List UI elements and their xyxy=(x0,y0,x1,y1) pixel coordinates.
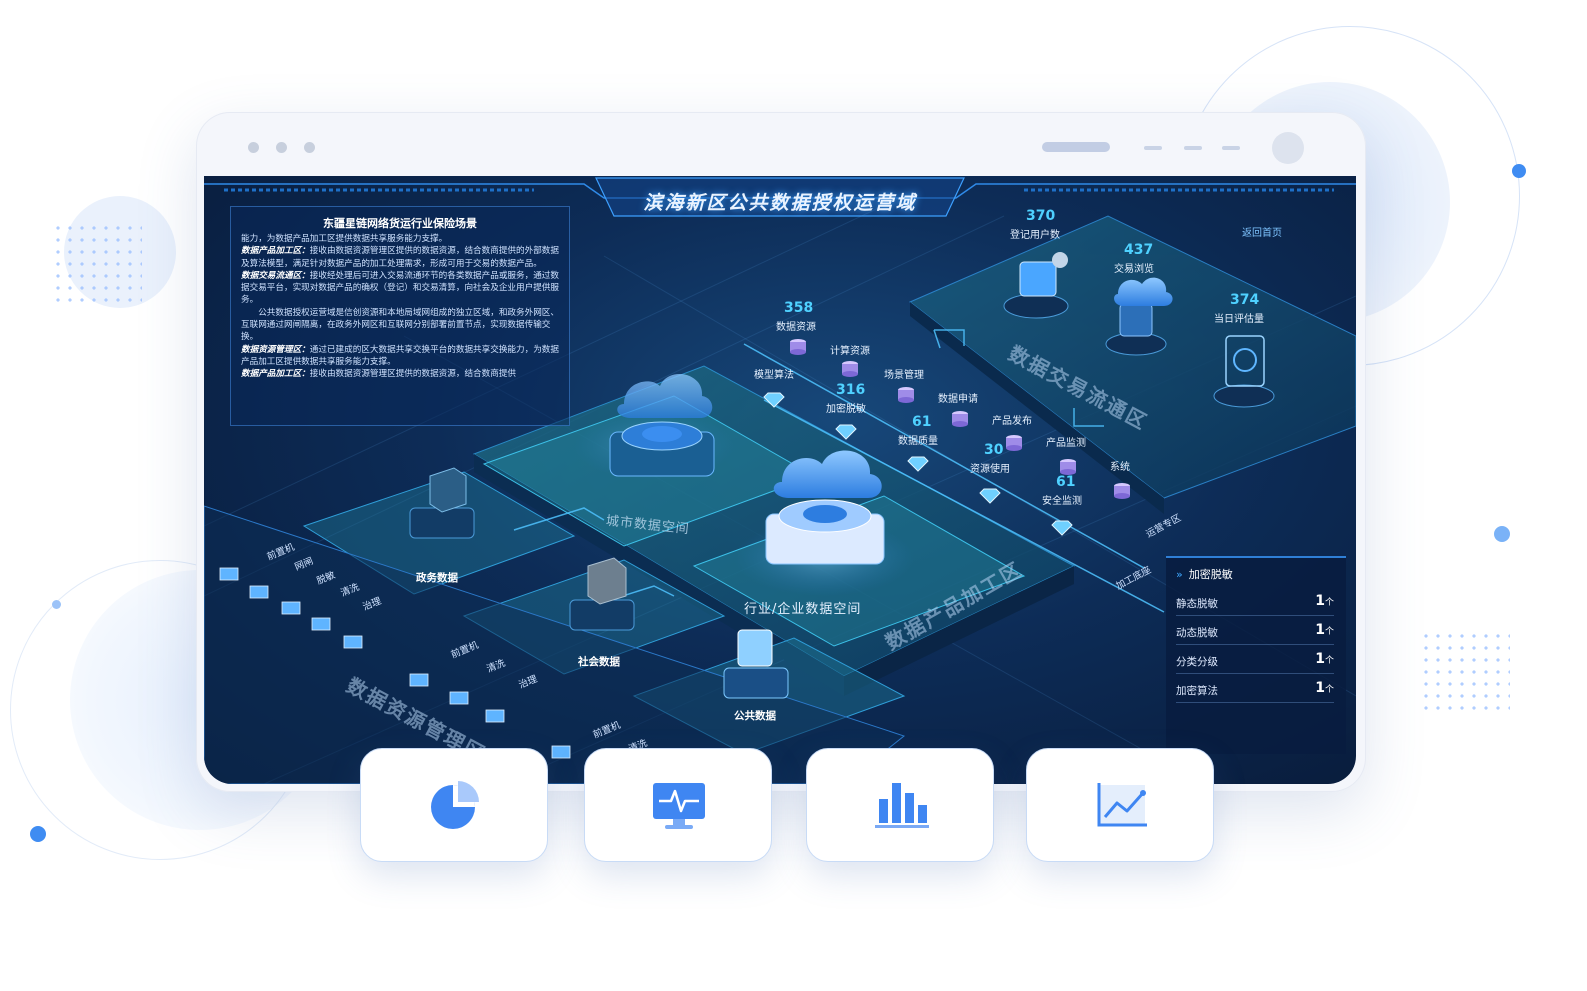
stat-value: 1个 xyxy=(1315,651,1334,667)
window-dot-1[interactable] xyxy=(248,142,259,153)
browser-window: 滨海新区公共数据授权运营域 返回首页 东疆星链网络货运行业保险场景 能力，为数据… xyxy=(196,112,1366,792)
avatar[interactable] xyxy=(1272,132,1304,164)
info-paragraph: 数据产品加工区：接收由数据资源管理区提供的数据资源，结合数商提供 xyxy=(241,369,517,380)
stat-label: 分类分级 xyxy=(1176,656,1218,668)
stat-value: 1个 xyxy=(1315,593,1334,609)
menu-dash-2[interactable] xyxy=(1184,146,1202,150)
database-icon xyxy=(898,387,914,403)
info-panel-body: 能力，为数据产品加工区提供数据共享服务能力支撑。 数据产品加工区：接收由数据资源… xyxy=(241,233,559,419)
info-panel-title: 东疆星链网络货运行业保险场景 xyxy=(323,217,477,230)
daily-estimate-value: 374 xyxy=(1230,292,1260,308)
data-quality-value: 61 xyxy=(912,414,932,430)
daily-estimate-label: 当日评估量 xyxy=(1214,314,1264,325)
decor-dot-2 xyxy=(1494,526,1510,542)
menu-dash-1[interactable] xyxy=(1144,146,1162,150)
scene-mgmt-label: 场景管理 xyxy=(884,370,924,381)
model-algo-label: 模型算法 xyxy=(754,370,794,381)
stat-row[interactable]: 静态脱敏 1个 xyxy=(1176,588,1334,616)
chevron-right-icon: » xyxy=(1176,568,1183,581)
dashboard-screen: 滨海新区公共数据授权运营域 返回首页 东疆星链网络货运行业保险场景 能力，为数据… xyxy=(204,176,1356,784)
trade-views-value: 437 xyxy=(1124,242,1154,258)
stat-value: 1个 xyxy=(1315,680,1334,696)
address-bar[interactable] xyxy=(1042,142,1110,152)
product-publish-label: 产品发布 xyxy=(992,416,1032,427)
decor-dot-3 xyxy=(30,826,46,842)
data-quality-label: 数据质量 xyxy=(898,436,938,447)
stat-row[interactable]: 加密算法 1个 xyxy=(1176,675,1334,703)
gem-icon xyxy=(1051,520,1073,536)
public-data-label: 公共数据 xyxy=(734,710,776,722)
stat-value: 1个 xyxy=(1315,622,1334,638)
database-icon xyxy=(1114,483,1130,499)
trade-views-label: 交易浏览 xyxy=(1114,264,1154,275)
gov-data-label: 政务数据 xyxy=(416,572,458,584)
pie-chart-icon xyxy=(431,781,479,829)
stat-row[interactable]: 动态脱敏 1个 xyxy=(1176,617,1334,645)
fingerprint-device-icon xyxy=(1213,335,1275,408)
data-resources-label: 数据资源 xyxy=(776,322,816,333)
pie-chart-card[interactable] xyxy=(360,748,548,862)
security-monitor-value: 61 xyxy=(1056,474,1076,490)
gem-icon xyxy=(763,392,785,408)
database-icon xyxy=(952,411,968,427)
data-apply-label: 数据申请 xyxy=(938,394,978,405)
window-titlebar xyxy=(196,112,1366,180)
system-label: 系统 xyxy=(1110,462,1130,473)
registered-users-value: 370 xyxy=(1026,208,1056,224)
bar-chart-icon xyxy=(875,783,929,828)
stat-row[interactable]: 分类分级 1个 xyxy=(1176,646,1334,674)
database-icon xyxy=(1006,435,1022,451)
bar-chart-card[interactable] xyxy=(806,748,994,862)
stat-label: 静态脱敏 xyxy=(1176,598,1218,610)
register-device-icon xyxy=(1003,252,1069,319)
info-paragraph: 能力，为数据产品加工区提供数据共享服务能力支撑。 xyxy=(241,234,448,244)
decor-dots-right xyxy=(1420,630,1510,710)
product-monitor-label: 产品监测 xyxy=(1046,438,1086,449)
info-paragraph: 数据产品加工区：接收由数据资源管理区提供的数据资源，结合数商提供的外部数据及算法… xyxy=(241,246,559,269)
cloud-server-icon-city xyxy=(609,373,715,477)
screen-title: 滨海新区公共数据授权运营域 xyxy=(643,192,917,214)
industry-space-label: 行业/企业数据空间 xyxy=(744,602,862,617)
back-home-link[interactable]: 返回首页 xyxy=(1242,228,1282,239)
encrypt-value: 316 xyxy=(836,382,866,398)
cloud-storage-device-icon xyxy=(1105,277,1173,356)
stat-panel-title: »加密脱敏 xyxy=(1176,568,1233,581)
public-data-node-icon xyxy=(723,629,789,699)
social-data-node-icon xyxy=(569,557,635,631)
gov-data-node-icon xyxy=(409,467,475,539)
gem-icon xyxy=(907,456,929,472)
database-icon xyxy=(842,361,858,377)
decor-dot-1 xyxy=(1512,164,1526,178)
encrypt-stat-panel: »加密脱敏 静态脱敏 1个 动态脱敏 1个 分类分级 1个 加密算法 1个 xyxy=(1166,556,1346,754)
gem-icon xyxy=(979,488,1001,504)
monitor-card[interactable] xyxy=(584,748,772,862)
data-resources-value: 358 xyxy=(784,300,814,316)
encrypt-label: 加密脱敏 xyxy=(826,404,866,415)
window-dot-3[interactable] xyxy=(304,142,315,153)
monitor-pulse-icon xyxy=(653,783,705,829)
info-paragraph: 公共数据授权运营域是信创资源和本地局域网组成的独立区域，和政务外网区、互联网通过… xyxy=(241,307,559,343)
menu-dash-3[interactable] xyxy=(1222,146,1240,150)
info-panel: 东疆星链网络货运行业保险场景 能力，为数据产品加工区提供数据共享服务能力支撑。 … xyxy=(230,206,570,426)
gem-icon xyxy=(835,424,857,440)
compute-label: 计算资源 xyxy=(830,346,870,357)
database-icon xyxy=(1060,459,1076,475)
window-dot-2[interactable] xyxy=(276,142,287,153)
info-paragraph: 数据交易流通区：接收经处理后可进入交易流通环节的各类数据产品或服务，通过数据交易… xyxy=(241,270,559,306)
isometric-scene xyxy=(204,177,1356,784)
line-chart-icon xyxy=(1097,783,1147,827)
database-icon xyxy=(790,339,806,355)
info-paragraph: 数据资源管理区：通过已建成的区大数据共享交换平台的数据共享交换能力，为数据产品加… xyxy=(241,344,559,367)
decor-dots-left xyxy=(52,222,142,302)
resource-use-value: 30 xyxy=(984,442,1004,458)
registered-users-label: 登记用户数 xyxy=(1010,230,1060,241)
resource-use-label: 资源使用 xyxy=(970,464,1010,475)
security-monitor-label: 安全监测 xyxy=(1042,496,1082,507)
social-data-label: 社会数据 xyxy=(578,656,620,668)
stat-label: 加密算法 xyxy=(1176,685,1218,697)
line-chart-card[interactable] xyxy=(1026,748,1214,862)
cloud-server-icon-industry xyxy=(765,450,885,565)
stat-label: 动态脱敏 xyxy=(1176,627,1218,639)
decor-dot-4 xyxy=(52,600,61,609)
